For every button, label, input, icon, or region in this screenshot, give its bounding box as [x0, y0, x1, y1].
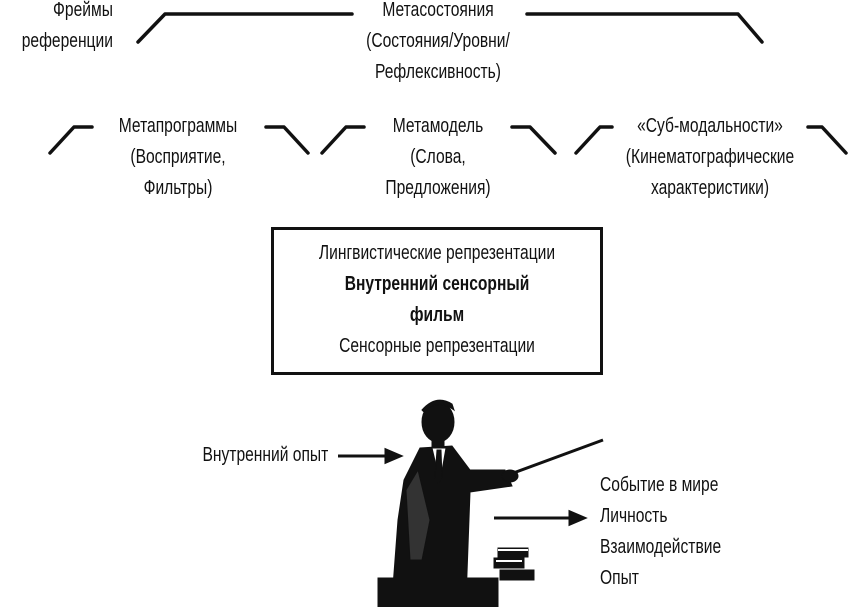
metastates-line-1: Метасостояния — [382, 0, 494, 21]
sensory-film-text: Лингвистические репрезентации Внутренний… — [281, 238, 593, 362]
metamodel-line-2: (Слова, — [410, 146, 466, 168]
submodalities-line-1: «Суб-модальности» — [637, 115, 783, 137]
metamodel-line-3: Предложения) — [385, 177, 491, 199]
output-item: Опыт — [600, 567, 639, 589]
metastates-label: Метасостояния (Состояния/Уровни/ Рефлекс… — [282, 0, 594, 88]
books-icon — [493, 547, 535, 581]
pointer-stick — [507, 438, 604, 477]
middle-brackets — [48, 125, 848, 155]
sensory-film-box — [271, 227, 603, 375]
submodalities-line-3: характеристики) — [650, 177, 770, 199]
outputs-list: Событие в мире Личность Взаимодействие О… — [600, 470, 721, 594]
frames-line-2: референции — [21, 30, 113, 52]
sensory-representations: Сенсорные репрезентации — [339, 335, 535, 357]
submodalities-line-2: (Кинематографические — [625, 146, 795, 168]
internal-sensory-film-title: Внутренний сенсорный — [344, 273, 530, 295]
metaprograms-line-2: (Восприятие, — [130, 146, 226, 168]
output-item: Личность — [600, 505, 668, 527]
metamodel-label: Метамодель (Слова, Предложения) — [321, 111, 555, 204]
arrows — [338, 447, 588, 527]
metaprograms-line-1: Метапрограммы — [118, 115, 238, 137]
metaprograms-label: Метапрограммы (Восприятие, Фильтры) — [61, 111, 295, 204]
film-word: фильм — [409, 304, 465, 326]
frames-reference-label: Фреймы референции — [22, 0, 113, 57]
lecturer-figure — [377, 399, 519, 607]
output-item: Событие в мире — [600, 474, 719, 496]
metaprograms-line-3: Фильтры) — [143, 177, 213, 199]
metastates-line-3: Рефлексивность) — [374, 61, 502, 83]
top-bracket — [136, 12, 764, 44]
frames-line-1: Фреймы — [53, 0, 113, 21]
metastates-line-2: (Состояния/Уровни/ — [366, 30, 510, 52]
metamodel-line-1: Метамодель — [392, 115, 484, 137]
output-item: Взаимодействие — [600, 536, 722, 558]
inner-experience-text: Внутренний опыт — [202, 444, 328, 466]
inner-experience-label: Внутренний опыт — [202, 440, 328, 471]
linguistic-representations: Лингвистические репрезентации — [318, 242, 556, 264]
submodalities-label: «Суб-модальности» (Кинематографические х… — [593, 111, 827, 204]
